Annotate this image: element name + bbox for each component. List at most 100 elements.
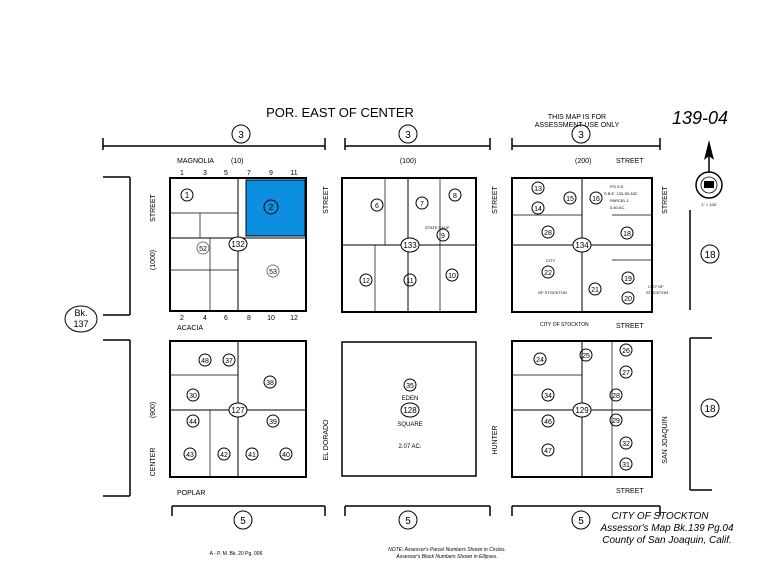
parcel-13: 13 — [534, 186, 542, 193]
block-134-badge[interactable]: 134 — [572, 237, 592, 253]
eden-square-label: SQUARE — [397, 422, 422, 428]
seal-scale: 1" = 100' — [701, 202, 717, 207]
parcel-2: 2 — [269, 203, 274, 212]
annot-parcel1: PARCEL 1 — [610, 198, 630, 203]
block-134-label: 134 — [575, 241, 589, 250]
state-calif: STATE CALIF. — [425, 225, 450, 230]
lot-7: 7 — [247, 170, 251, 177]
map-number: 139-04 — [672, 108, 728, 128]
parcel-48: 48 — [201, 358, 209, 365]
eden-acres: 2.07 AC. — [398, 444, 421, 450]
block-134-annotations: P.S.S.E. S.B.E. 133-39-33C PARCEL 1 0.40… — [538, 184, 668, 295]
page-ref-top[interactable]: 3 3 3 — [231, 124, 591, 144]
block-133-badge[interactable]: 133 — [400, 237, 420, 253]
page-ref-bottom-3: 5 — [578, 516, 584, 527]
parcel-29: 29 — [612, 418, 620, 425]
lot-9: 9 — [269, 170, 273, 177]
block-127-label: 127 — [231, 406, 245, 415]
footer-county: County of San Joaquin, Calif. — [602, 535, 732, 546]
lot-5: 5 — [224, 170, 228, 177]
street-city-of-stockton: CITY OF STOCKTON — [540, 322, 589, 328]
street-mid-label: STREET — [616, 323, 644, 330]
block-134-parcels[interactable]: 13 15 16 14 28 18 22 21 19 20 — [531, 181, 635, 305]
parcel-18: 18 — [623, 231, 631, 238]
street-bottom-label: STREET — [616, 488, 644, 495]
parcel-30: 30 — [189, 393, 197, 400]
parcel-40: 40 — [282, 452, 290, 459]
parcel-10: 10 — [448, 273, 456, 280]
street-left-1000: (1000) — [150, 250, 157, 270]
lot-10: 10 — [267, 315, 275, 322]
parcel-38: 38 — [266, 380, 274, 387]
parcel-25: 25 — [582, 353, 590, 360]
annot-acres: 0.40 AC. — [610, 205, 625, 210]
parcel-24: 24 — [536, 357, 544, 364]
block-127-badge[interactable]: 127 — [228, 402, 248, 418]
parcel-9: 9 — [441, 233, 445, 240]
block-128-label: 128 — [403, 406, 417, 415]
parcel-15: 15 — [566, 196, 574, 203]
block-127-parcels[interactable]: 48 37 38 30 39 44 43 42 41 40 — [183, 353, 293, 461]
parcel-1: 1 — [185, 191, 190, 200]
parcel-21: 21 — [591, 287, 599, 294]
lot-11: 11 — [290, 170, 297, 177]
lot-4: 4 — [203, 315, 207, 322]
street-center: CENTER — [150, 448, 157, 477]
lot-12: 12 — [290, 315, 298, 322]
parcel-22: 22 — [544, 270, 552, 277]
parcel-46: 46 — [544, 419, 552, 426]
page-ref-bottom[interactable]: 5 5 5 — [233, 510, 591, 530]
footer-city: CITY OF STOCKTON — [611, 511, 709, 522]
street-top-100: (100) — [400, 158, 416, 165]
area-title: POR. EAST OF CENTER — [266, 105, 414, 120]
block-132-parcels[interactable]: 1 2 52 53 — [180, 188, 280, 278]
footer-ref-left: A - P. M. Bk. 20 Pg. 006 — [210, 551, 263, 557]
left-ref-line-1: Bk. — [74, 308, 87, 318]
block-132-label: 132 — [231, 240, 245, 249]
lot-6: 6 — [224, 315, 228, 322]
footer-note-1: NOTE: Assessor's Parcel Numbers Shown in… — [388, 547, 506, 553]
block-129-badge[interactable]: 129 — [572, 402, 592, 418]
parcel-6: 6 — [375, 203, 379, 210]
left-ref-line-2: 137 — [73, 319, 88, 329]
page-ref-left[interactable]: Bk. 137 — [64, 305, 98, 333]
parcel-28-top: 28 — [544, 230, 552, 237]
parcel-32: 32 — [622, 441, 630, 448]
block-134-outline — [511, 177, 653, 313]
parcel-7: 7 — [420, 201, 424, 208]
page-ref-right[interactable]: 18 18 — [700, 244, 720, 418]
block-133-label: 133 — [403, 241, 417, 250]
parcel-26: 26 — [622, 348, 630, 355]
page-ref-top-2: 3 — [405, 130, 411, 141]
lot-2: 2 — [180, 315, 184, 322]
block-132-badge[interactable]: 132 — [228, 236, 248, 252]
footer-note-2: Assessor's Block Numbers Shown in Ellips… — [395, 554, 497, 560]
street-el-dorado: EL DORADO — [323, 419, 330, 461]
annot-psse: P.S.S.E. — [610, 184, 625, 189]
parcel-12: 12 — [362, 278, 370, 285]
page-ref-bottom-2: 5 — [405, 516, 411, 527]
parcel-20: 20 — [624, 296, 632, 303]
page-ref-right-upper: 18 — [704, 250, 716, 261]
lot-1: 1 — [180, 170, 184, 177]
eden-square[interactable]: 35 EDEN 128 SQUARE 2.07 AC. — [397, 378, 423, 450]
highlighted-parcel[interactable] — [245, 179, 306, 237]
annot-stockton: STOCKTON — [646, 290, 668, 295]
parcel-53: 53 — [269, 269, 277, 276]
block-133-parcels[interactable]: 6 7 8 9 12 11 10 — [359, 188, 462, 287]
block-129-parcels[interactable]: 24 25 26 27 34 28 46 29 47 32 31 — [533, 343, 633, 471]
parcel-16: 16 — [592, 196, 600, 203]
parcel-19: 19 — [624, 276, 632, 283]
parcel-47: 47 — [544, 448, 552, 455]
street-mid-2: STREET — [492, 185, 499, 213]
parcel-39: 39 — [269, 419, 277, 426]
parcel-27: 27 — [622, 370, 630, 377]
lot-3: 3 — [203, 170, 207, 177]
annot-city-of: CITY OF — [648, 284, 664, 289]
street-boundaries — [102, 138, 712, 516]
annot-city: CITY — [546, 258, 555, 263]
parcel-28: 28 — [612, 393, 620, 400]
street-san-joaquin: SAN JOAQUIN — [662, 416, 669, 463]
footer-assessor-map: Assessor's Map Bk.139 Pg.04 — [599, 523, 734, 534]
